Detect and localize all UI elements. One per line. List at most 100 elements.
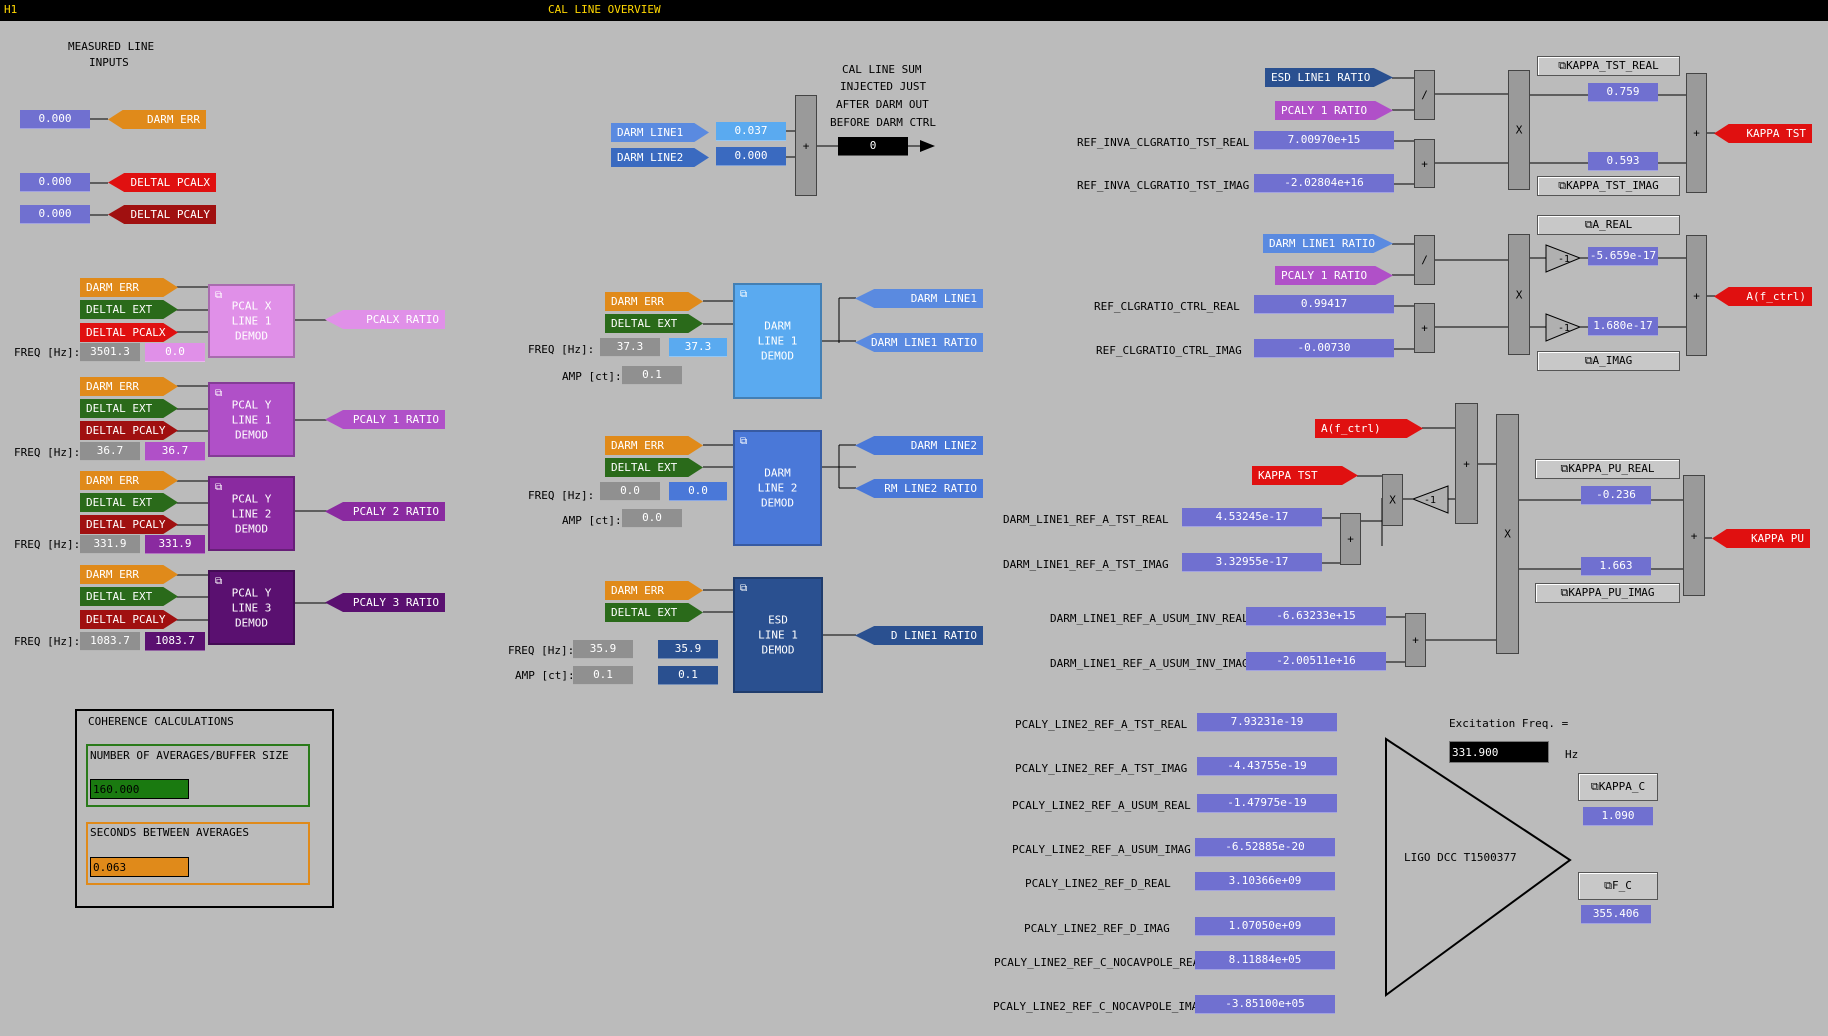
pcalx1-in-deltal-pcal: DELTAL PCALX — [80, 323, 178, 342]
pcaly3-freq-readback: 1083.7 — [145, 632, 205, 651]
actrl-multiply: X — [1508, 234, 1530, 355]
darm1-freq-label: FREQ [Hz]: — [528, 343, 595, 356]
darm1-in-darm-err: DARM ERR — [605, 292, 703, 311]
kpu-in-kappa-tst: KAPPA TST — [1252, 466, 1358, 485]
pcaly1-freq-setpoint[interactable]: 36.7 — [80, 442, 140, 461]
pcalx-ratio-output: PCALX RATIO — [325, 310, 445, 329]
coherence-panel — [75, 709, 334, 908]
kpu-r4-value: -2.00511e+16 — [1246, 652, 1386, 671]
darm2-freq-readback: 0.0 — [669, 482, 727, 501]
darm1-freq-setpoint[interactable]: 37.3 — [600, 338, 660, 357]
pcaly2-freq-setpoint[interactable]: 331.9 — [80, 535, 140, 554]
sum-darm-line1-tag: DARM LINE1 — [611, 123, 709, 142]
kpu-r3-label: DARM_LINE1_REF_A_USUM_INV_REAL — [1050, 612, 1249, 625]
sum-darm-line2-tag: DARM LINE2 — [611, 148, 709, 167]
pcalx1-freq-setpoint[interactable]: 3501.3 — [80, 343, 140, 362]
darm2-amp-label: AMP [ct]: — [562, 514, 622, 527]
related-display-icon: ⧉ — [215, 576, 223, 587]
ktst-ref-imag-value: -2.02804e+16 — [1254, 174, 1394, 193]
pcaly3-in-darm-err: DARM ERR — [80, 565, 178, 584]
darm2-in-darm-err: DARM ERR — [605, 436, 703, 455]
actrl-ref-imag-label: REF_CLGRATIO_CTRL_IMAG — [1096, 344, 1242, 357]
esd1-amp-setpoint[interactable]: 0.1 — [573, 666, 633, 685]
pcaly3-in-deltal-pcal: DELTAL PCALY — [80, 610, 178, 629]
averages-label: NUMBER OF AVERAGES/BUFFER SIZE — [90, 749, 289, 762]
pcaly2-ratio-output: PCALY 2 RATIO — [325, 502, 445, 521]
pcaly-line3-demod-block[interactable]: ⧉PCAL Y LINE 3 DEMOD — [208, 570, 295, 645]
darm2-amp-setpoint[interactable]: 0.0 — [622, 509, 682, 528]
f-c-button[interactable]: ⧉F_C — [1578, 872, 1658, 900]
kappa-tst-imag-button[interactable]: ⧉KAPPA_TST_IMAG — [1537, 176, 1680, 196]
actrl-adder: + — [1414, 303, 1435, 353]
related-display-icon: ⧉ — [215, 482, 223, 493]
esd1-freq-label: FREQ [Hz]: — [508, 644, 575, 657]
pcaly3-freq-setpoint[interactable]: 1083.7 — [80, 632, 140, 651]
gain-a-real-label: -1 — [1558, 254, 1570, 265]
pcaly3-in-deltal-ext: DELTAL EXT — [80, 587, 178, 606]
kappa-c-button[interactable]: ⧉KAPPA_C — [1578, 773, 1658, 801]
seconds-group — [86, 822, 310, 885]
pcaly-ref-value-5: 1.07050e+09 — [1195, 917, 1335, 936]
dcc-label: LIGO DCC T1500377 — [1404, 851, 1517, 864]
kpu-real-value: -0.236 — [1581, 486, 1651, 505]
esd1-amp-label: AMP [ct]: — [515, 669, 575, 682]
kpu-multiply-2: X — [1496, 414, 1519, 654]
kappa-tst-real-button[interactable]: ⧉KAPPA_TST_REAL — [1537, 56, 1680, 76]
pcaly-ref-label-4: PCALY_LINE2_REF_D_REAL — [1025, 877, 1171, 890]
measured-pcalx-tag: DELTAL PCALX — [108, 173, 216, 192]
kpu-adder-1: + — [1455, 403, 1478, 524]
kappa-pu-real-button[interactable]: ⧉KAPPA_PU_REAL — [1535, 459, 1680, 479]
ktst-ref-real-value: 7.00970e+15 — [1254, 131, 1394, 150]
pcaly-ref-value-1: -4.43755e-19 — [1197, 757, 1337, 776]
pcaly-ref-value-4: 3.10366e+09 — [1195, 872, 1335, 891]
measured-darm-err-tag: DARM ERR — [108, 110, 206, 129]
pcaly-ref-label-6: PCALY_LINE2_REF_C_NOCAVPOLE_REAL — [994, 956, 1206, 969]
darm2-freq-label: FREQ [Hz]: — [528, 489, 595, 502]
pcalx-line1-demod-block[interactable]: ⧉PCAL X LINE 1 DEMOD — [208, 284, 295, 358]
esd-line1-ratio-output: D LINE1 RATIO — [855, 626, 983, 645]
ktst-divide: / — [1414, 70, 1435, 120]
esd1-in-deltal-ext: DELTAL EXT — [605, 603, 703, 622]
pcaly-line2-demod-block[interactable]: ⧉PCAL Y LINE 2 DEMOD — [208, 476, 295, 551]
kappa-pu-imag-button[interactable]: ⧉KAPPA_PU_IMAG — [1535, 583, 1680, 603]
coherence-title: COHERENCE CALCULATIONS — [88, 715, 234, 728]
related-display-icon: ⧉ — [1560, 462, 1569, 475]
pcaly1-freq-label: FREQ [Hz]: — [14, 446, 81, 459]
darm-line2-demod-block[interactable]: ⧉DARM LINE 2 DEMOD — [733, 430, 822, 546]
pcaly-ref-label-0: PCALY_LINE2_REF_A_TST_REAL — [1015, 718, 1188, 731]
sum-caption-2: INJECTED JUST — [840, 80, 927, 93]
screen-title: CAL LINE OVERVIEW — [548, 3, 661, 16]
ktst-output-adder: + — [1686, 73, 1707, 193]
pcaly2-in-darm-err: DARM ERR — [80, 471, 178, 490]
pcaly3-ratio-output: PCALY 3 RATIO — [325, 593, 445, 612]
related-display-icon: ⧉ — [215, 388, 223, 399]
actrl-imag-value: 1.680e-17 — [1588, 317, 1658, 336]
a-real-button[interactable]: ⧉A_REAL — [1537, 215, 1680, 235]
pcalx1-freq-readback: 0.0 — [145, 343, 205, 362]
related-display-icon: ⧉ — [740, 436, 748, 447]
a-imag-button[interactable]: ⧉A_IMAG — [1537, 351, 1680, 371]
measured-pcalx-value: 0.000 — [20, 173, 90, 192]
esd1-freq-readback: 35.9 — [658, 640, 718, 659]
kpu-r-adder: + — [1340, 513, 1361, 565]
title-bar: H1 CAL LINE OVERVIEW — [0, 0, 1828, 21]
measured-heading-1: MEASURED LINE — [68, 40, 155, 53]
pcalx1-in-deltal-ext: DELTAL EXT — [80, 300, 178, 319]
averages-group — [86, 744, 310, 807]
darm2-freq-setpoint[interactable]: 0.0 — [600, 482, 660, 501]
kappa-pu-output: KAPPA PU — [1712, 529, 1810, 548]
averages-input[interactable]: 160.000 — [90, 779, 189, 799]
darm-line1-demod-block[interactable]: ⧉DARM LINE 1 DEMOD — [733, 283, 822, 399]
sum-caption-1: CAL LINE SUM — [842, 63, 922, 76]
esd-line1-demod-block[interactable]: ⧉ESD LINE 1 DEMOD — [733, 577, 823, 693]
excitation-freq-input[interactable]: 331.900 — [1449, 741, 1549, 763]
pcaly-line1-demod-block[interactable]: ⧉PCAL Y LINE 1 DEMOD — [208, 382, 295, 457]
darm1-amp-setpoint[interactable]: 0.1 — [622, 366, 682, 385]
ktst-in-esd-ratio: ESD LINE1 RATIO — [1265, 68, 1393, 87]
seconds-input[interactable]: 0.063 — [90, 857, 189, 877]
pcaly-ref-value-0: 7.93231e-19 — [1197, 713, 1337, 732]
esd1-freq-setpoint[interactable]: 35.9 — [573, 640, 633, 659]
kpu-r2-label: DARM_LINE1_REF_A_TST_IMAG — [1003, 558, 1169, 571]
pcaly1-freq-readback: 36.7 — [145, 442, 205, 461]
sum-adder: + — [795, 95, 817, 196]
